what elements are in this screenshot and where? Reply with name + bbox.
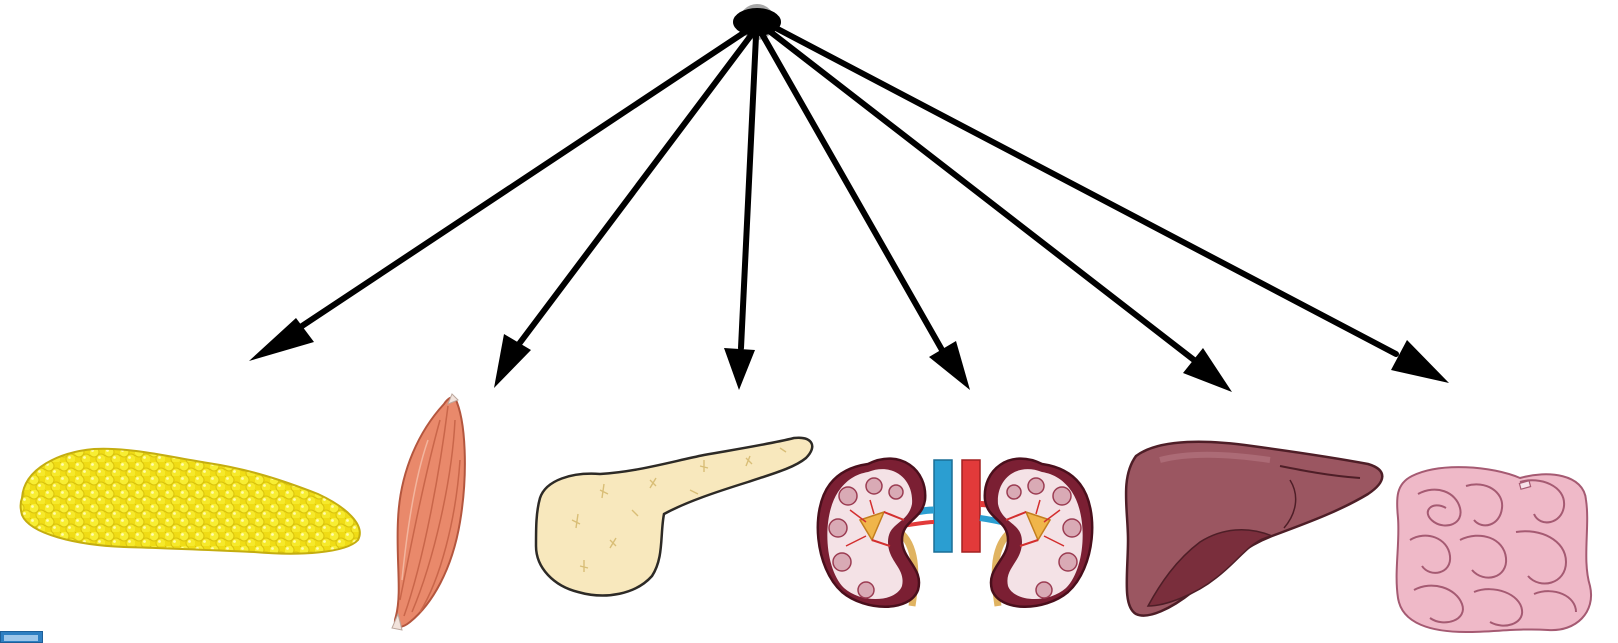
arrow-to-liver [768,30,1232,392]
adipose-tissue-icon [21,449,360,554]
arrow-to-pancreas [724,36,756,390]
skeletal-muscle-icon [392,394,465,630]
liver-icon [1126,442,1382,616]
corner-tab-indicator [0,631,43,643]
arrow-to-intestine [772,26,1449,383]
arrow-to-kidneys [762,34,970,390]
arrow-to-adipose [249,30,748,361]
arrow-to-muscle [494,34,752,388]
kidneys-icon [800,440,1110,620]
small-intestine-icon [1397,467,1591,632]
pancreas-icon [536,438,812,596]
